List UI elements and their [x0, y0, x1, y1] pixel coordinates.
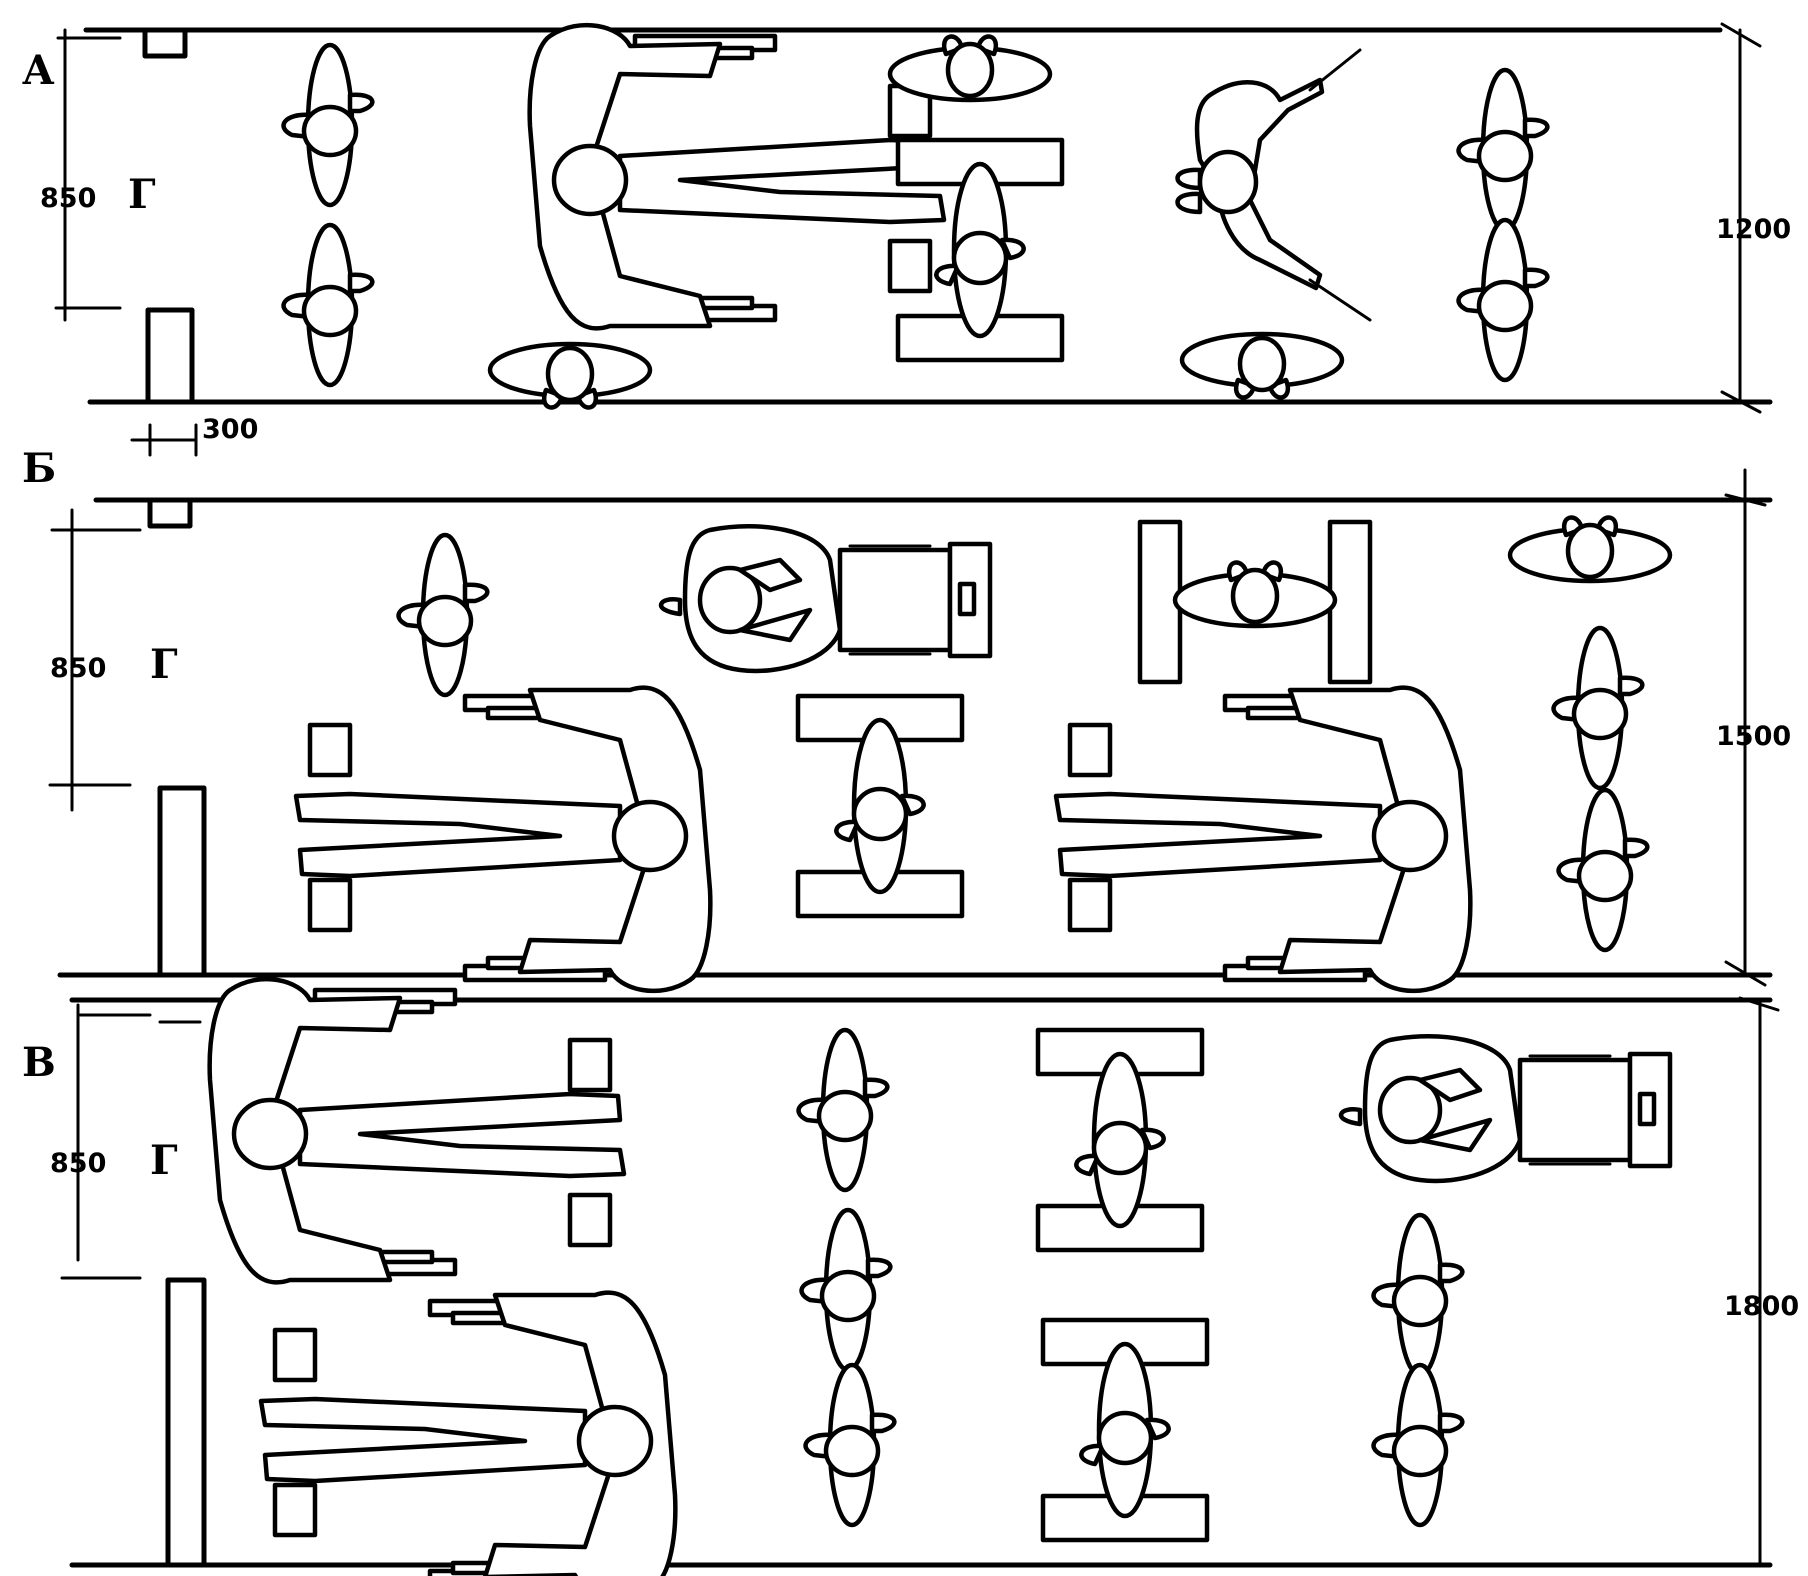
pedestrian-figure	[1559, 790, 1648, 950]
pedestrian-figure	[284, 225, 373, 385]
pedestrian-figure	[284, 45, 373, 205]
scooter-user-figure	[661, 526, 990, 671]
crutch-user-figure	[1043, 1320, 1207, 1540]
panel-b: Б 850 Г 1500	[22, 445, 1791, 991]
standing-person-figure	[490, 344, 650, 407]
panel-c-door-width: 850	[50, 1148, 106, 1179]
pedestrian-figure	[799, 1030, 888, 1190]
panel-a-height-label: 1200	[1716, 214, 1791, 245]
wheelchair-user-figure	[210, 979, 624, 1282]
panel-a-door-width: 850	[40, 183, 96, 214]
standing-person-figure	[1182, 334, 1342, 397]
panel-c: В 850 Г 1800	[22, 979, 1799, 1576]
cane-user-figure	[1178, 50, 1371, 320]
pedestrian-figure	[1459, 70, 1548, 230]
panel-a-letter: А	[22, 47, 55, 94]
panel-c-letter: В	[22, 1039, 56, 1086]
standing-person-figure	[1510, 518, 1670, 581]
pedestrian-figure	[1374, 1215, 1463, 1375]
panel-a-wall-width: 300	[202, 414, 258, 445]
panel-b-letter: Б	[22, 445, 56, 492]
panel-b-door-symbol: Г	[150, 641, 178, 688]
panel-b-height-label: 1500	[1716, 721, 1791, 752]
pedestrian-figure	[1554, 628, 1643, 788]
panel-a-door-symbol: Г	[128, 171, 156, 218]
standing-person-figure	[890, 37, 1050, 100]
panel-a: А 850 Г 300 1200	[22, 22, 1791, 457]
pedestrian-figure	[802, 1210, 891, 1370]
pedestrian-figure	[1374, 1365, 1463, 1525]
pedestrian-figure	[399, 535, 488, 695]
crutch-user-figure	[1137, 519, 1373, 685]
crutch-user-figure	[1038, 1030, 1202, 1250]
pedestrian-figure	[806, 1365, 895, 1525]
wheelchair-user-figure	[1056, 688, 1470, 991]
panel-c-door-symbol: Г	[150, 1137, 178, 1184]
scooter-user-figure	[1341, 1036, 1670, 1181]
wheelchair-user-figure	[530, 25, 944, 328]
wheelchair-user-figure	[261, 1293, 675, 1576]
panel-c-height-label: 1800	[1724, 1291, 1799, 1322]
crutch-user-figure	[798, 696, 962, 916]
wheelchair-user-figure	[296, 688, 710, 991]
panel-b-door-width: 850	[50, 653, 106, 684]
pedestrian-figure	[1459, 220, 1548, 380]
